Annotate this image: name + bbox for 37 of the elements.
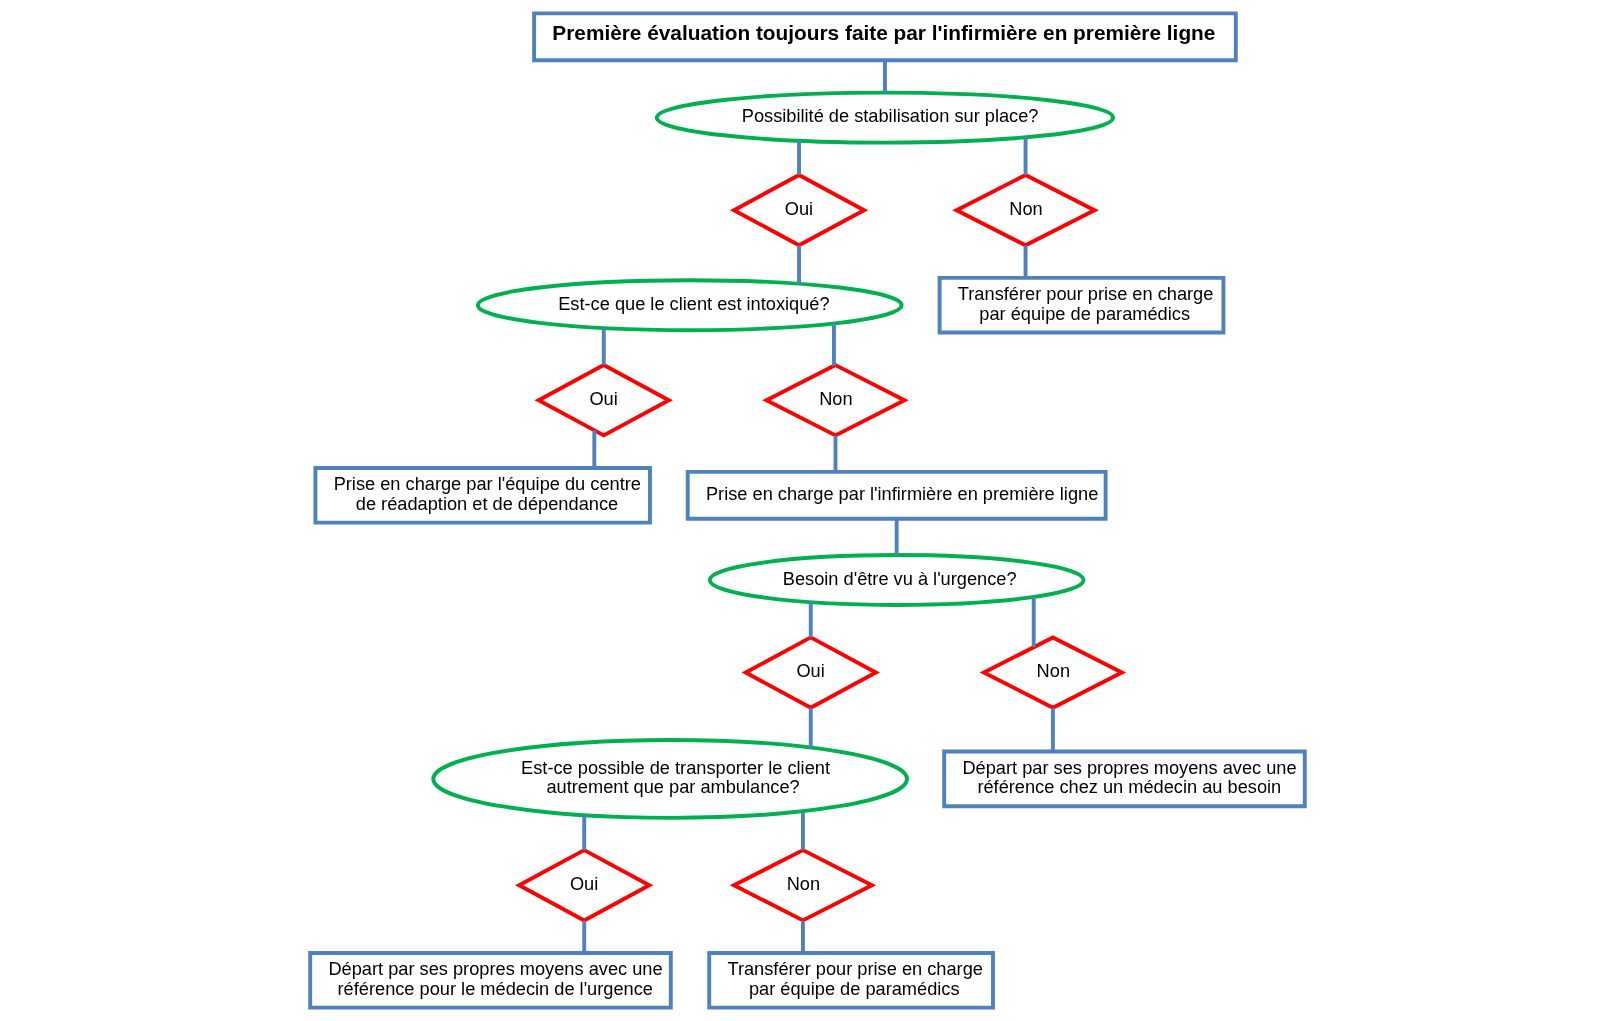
connector — [808, 707, 813, 748]
connector — [831, 323, 836, 366]
node-box: Première évaluation toujours faite par l'infirmière en première ligne — [531, 11, 1238, 63]
node-box: Transférer pour prise en charge par équipe de paramédics — [937, 275, 1225, 335]
node-ellipse: Est-ce possible de transporter le client autrement que par ambulance? — [430, 738, 909, 820]
node-box: Prise en charge par l'équipe du centre de réadaption et de dépendance — [312, 465, 652, 525]
node-box: Départ par ses propres moyens avec une référence pour le médecin de l'urgence — [307, 951, 673, 1010]
connector — [581, 920, 586, 953]
connector — [882, 60, 887, 93]
node-ellipse: Besoin d'être vu à l'urgence? — [707, 553, 1086, 607]
node-box: Prise en charge par l'infirmière en première ligne — [685, 469, 1108, 521]
node-box: Départ par ses propres moyens avec une référence chez un médecin au besoin — [941, 749, 1307, 809]
node-diamond: Oui — [514, 847, 653, 923]
node-box: Transférer pour prise en charge par équipe de paramédics — [706, 951, 995, 1010]
connector — [1023, 245, 1027, 278]
node-diamond: Non — [951, 172, 1099, 248]
connector — [601, 328, 606, 365]
connector — [1023, 137, 1027, 175]
connector — [800, 920, 805, 953]
connector — [894, 518, 899, 555]
node-diamond: Oui — [534, 362, 673, 438]
connector — [591, 430, 596, 468]
connector — [581, 815, 586, 851]
node-diamond: Oui — [741, 635, 880, 710]
connector — [1050, 707, 1055, 752]
node-diamond: Oui — [729, 172, 868, 248]
node-ellipse: Est-ce que le client est intoxiqué? — [475, 278, 904, 333]
connector — [796, 245, 801, 284]
node-diamond: Non — [979, 635, 1126, 710]
connector — [1031, 597, 1036, 647]
node-diamond: Non — [761, 362, 909, 438]
connector — [833, 435, 837, 472]
connector — [808, 602, 813, 638]
node-diamond: Non — [729, 847, 876, 923]
connector — [800, 811, 805, 850]
node-ellipse: Possibilité de stabilisation sur place? — [654, 90, 1115, 145]
connector — [796, 141, 801, 175]
